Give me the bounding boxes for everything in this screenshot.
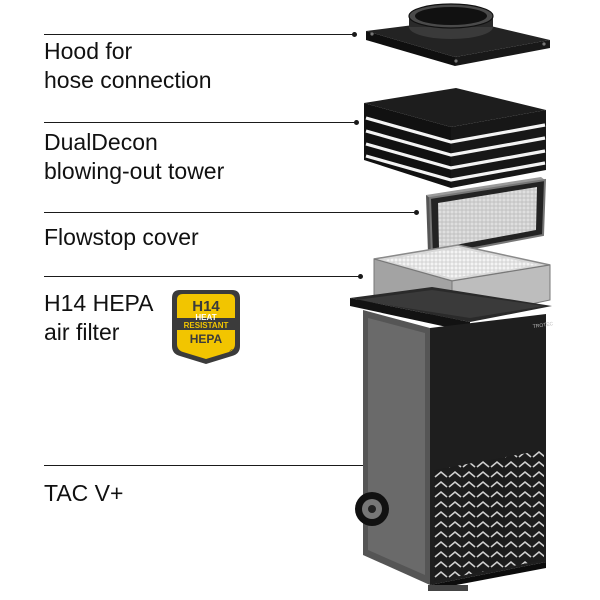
brand-mark: TROTEC (532, 321, 554, 330)
flowstop-label: Flowstop cover (44, 223, 199, 252)
badge-word-hepa: HEPA (190, 332, 223, 346)
tower-leader-line (44, 122, 356, 123)
flowstop-leader-line (44, 212, 416, 213)
filter-label: H14 HEPA air filter (44, 289, 154, 347)
flowstop-part (426, 177, 547, 258)
unit-label: TAC V+ (44, 479, 123, 508)
h14-badge: H14 HEAT RESISTANT HEPA ® (172, 290, 240, 364)
tower-part (364, 88, 546, 188)
filter-label-line2: air filter (44, 319, 120, 345)
hood-leader-line (44, 34, 354, 35)
tower-label-line2: blowing-out tower (44, 158, 225, 184)
badge-registered-mark: ® (229, 349, 235, 357)
badge-word-heat: HEAT (195, 313, 216, 322)
unit-part: TROTEC (350, 287, 554, 591)
hood-leader-dot (352, 32, 357, 37)
flowstop-leader-dot (414, 210, 419, 215)
hood-label-line1: Hood for (44, 38, 133, 64)
filter-leader-dot (358, 274, 363, 279)
hood-label-line2: hose connection (44, 67, 212, 93)
filter-leader-line (44, 276, 360, 277)
unit-leader-line (44, 465, 366, 466)
hood-label: Hood for hose connection (44, 37, 212, 95)
tower-label-line1: DualDecon (44, 129, 158, 155)
hood-part (366, 3, 550, 66)
badge-word-resistant: RESISTANT (184, 321, 229, 330)
tower-leader-dot (354, 120, 359, 125)
flowstop-label-line1: Flowstop cover (44, 224, 199, 250)
badge-grade: H14 (192, 298, 220, 315)
unit-label-line1: TAC V+ (44, 480, 124, 506)
tower-label: DualDecon blowing-out tower (44, 128, 224, 186)
filter-label-line1: H14 HEPA (44, 290, 154, 316)
